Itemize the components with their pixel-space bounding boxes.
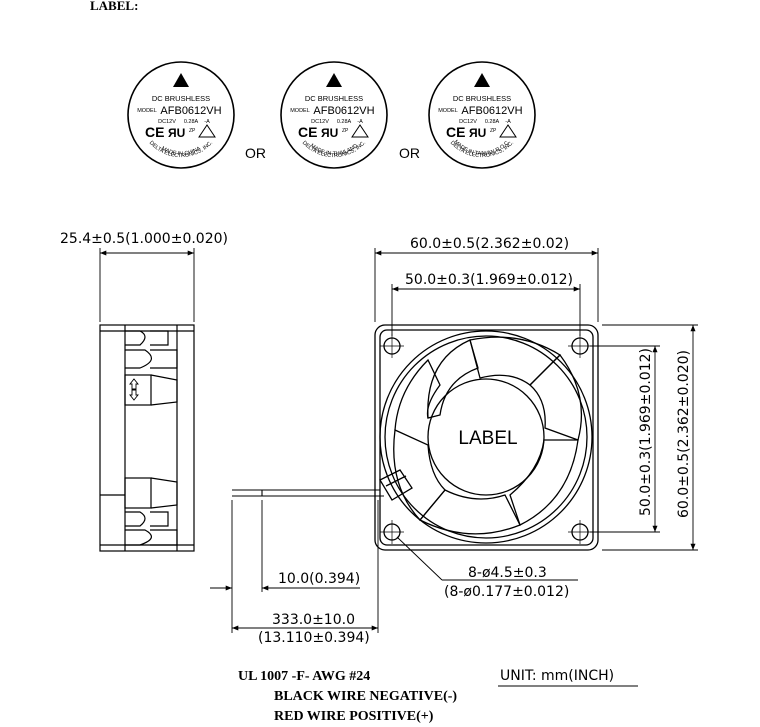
hole-callout: [396, 536, 578, 581]
or-separator-2: OR: [399, 145, 420, 161]
svg-text:DC12V: DC12V: [459, 119, 477, 125]
svg-text:DC12V: DC12V: [311, 119, 329, 125]
svg-text:0.28A: 0.28A: [184, 119, 199, 125]
ul-mark-icon: ЯU: [469, 126, 486, 140]
ce-mark-icon: CE: [446, 124, 465, 140]
fan-front-view: [374, 324, 599, 551]
hub-label: LABEL: [458, 428, 517, 449]
svg-text:MODEL: MODEL: [137, 108, 157, 114]
svg-text:-A: -A: [204, 119, 210, 125]
fan-side-view: [99, 324, 195, 552]
lead-length-mm: 333.0±10.0: [272, 612, 355, 628]
brand-line: DC BRUSHLESS: [152, 94, 210, 103]
svg-text:MODEL: MODEL: [290, 108, 310, 114]
brand-line: DC BRUSHLESS: [305, 94, 363, 103]
hole-label-inch: (8-ø0.177±0.012): [444, 584, 569, 600]
width-dimensions: [374, 248, 599, 336]
svg-text:MODEL: MODEL: [438, 108, 458, 114]
or-separator-1: OR: [245, 145, 266, 161]
fan-hub: [427, 378, 545, 496]
ce-mark-icon: CE: [298, 124, 317, 140]
ce-mark-icon: CE: [145, 124, 164, 140]
ul-mark-icon: ЯU: [168, 126, 185, 140]
wire-negative-note: BLACK WIRE NEGATIVE(-): [274, 689, 457, 704]
mount-hole-icon: [380, 334, 404, 358]
airflow-arrow-icon: [129, 378, 139, 390]
model-number: AFB0612VH: [313, 105, 374, 117]
svg-text:0.28A: 0.28A: [485, 119, 500, 125]
rotation-arrow-icon: [129, 389, 139, 401]
width-outer-label: 60.0±0.5(2.362±0.02): [410, 236, 569, 252]
hole-label-mm: 8-ø4.5±0.3: [468, 565, 547, 581]
tuv-mark-icon: ZP: [342, 128, 349, 134]
delta-logo-icon: [173, 73, 189, 87]
label-heading: LABEL:: [90, 0, 138, 13]
depth-dimension: [99, 248, 195, 322]
svg-text:0.28A: 0.28A: [337, 119, 352, 125]
svg-text:-A: -A: [505, 119, 511, 125]
depth-label: 25.4±0.5(1.000±0.020): [60, 231, 228, 247]
height-holes-label: 50.0±0.3(1.969±0.012): [638, 348, 654, 516]
tuv-mark-icon: ZP: [490, 128, 497, 134]
model-number: AFB0612VH: [160, 105, 221, 117]
mount-hole-icon: [568, 334, 592, 358]
safety-triangle-icon: [198, 124, 216, 138]
lead-wires: [232, 489, 384, 497]
brand-line: DC BRUSHLESS: [453, 94, 511, 103]
mount-hole-icon: [568, 520, 592, 544]
label-disc-2: DC BRUSHLESS MODEL AFB0612VH DC12V 0.28A…: [280, 61, 388, 169]
svg-text:DC12V: DC12V: [158, 119, 176, 125]
wire-spec: UL 1007 -F- AWG #24: [238, 669, 370, 684]
svg-text:-A: -A: [357, 119, 363, 125]
wire-positive-note: RED WIRE POSITIVE(+): [274, 709, 434, 724]
delta-logo-icon: [474, 73, 490, 87]
tuv-mark-icon: ZP: [189, 128, 196, 134]
strip-length-label: 10.0(0.394): [278, 571, 360, 587]
safety-triangle-icon: [499, 124, 517, 138]
delta-logo-icon: [326, 73, 342, 87]
label-disc-3: DC BRUSHLESS MODEL AFB0612VH DC12V 0.28A…: [428, 61, 536, 169]
mount-hole-icon: [380, 520, 404, 544]
unit-label: UNIT: mm(INCH): [500, 668, 614, 684]
svg-text:MADE IN CHINA: MADE IN CHINA: [160, 146, 202, 157]
ul-mark-icon: ЯU: [321, 126, 338, 140]
label-disc-1: DC BRUSHLESS MODEL AFB0612VH DC12V 0.28A…: [127, 61, 235, 169]
lead-dimensions: [210, 500, 379, 633]
safety-triangle-icon: [351, 124, 369, 138]
lead-length-inch: (13.110±0.394): [258, 630, 370, 646]
height-outer-label: 60.0±0.5(2.362±0.020): [676, 350, 692, 518]
height-dimensions: [590, 324, 698, 551]
width-holes-label: 50.0±0.3(1.969±0.012): [405, 272, 573, 288]
model-number: AFB0612VH: [461, 105, 522, 117]
